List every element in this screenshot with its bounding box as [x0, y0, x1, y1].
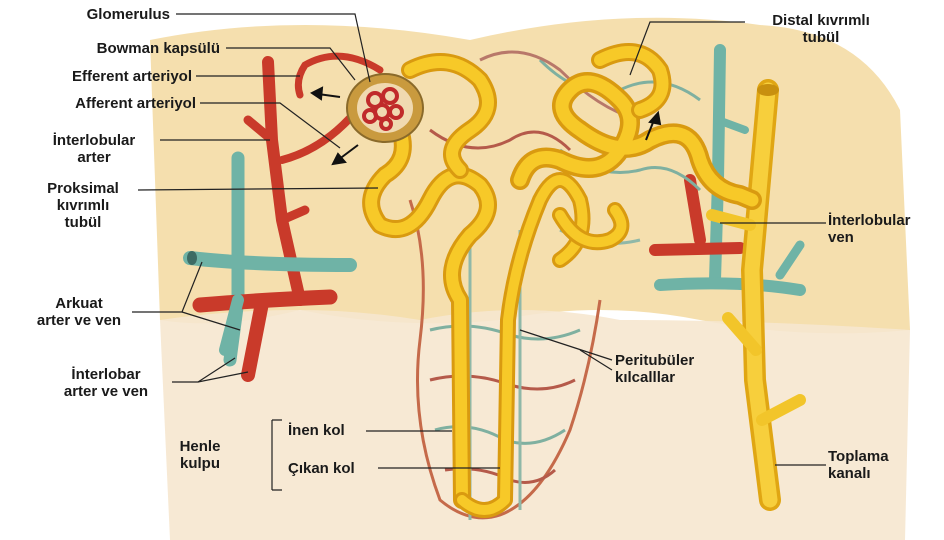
label-bowman-capsule: Bowman kapsülü [20, 40, 220, 57]
label-efferent-arteriole: Efferent arteriyol [10, 68, 192, 85]
label-ascending-limb: Çıkan kol [288, 460, 378, 477]
label-distal-tubule: Distal kıvrımlı tubül [746, 12, 896, 46]
label-interlobar: İnterlobar arter ve ven [40, 366, 172, 400]
label-proximal-tubule: Proksimal kıvrımlı tubül [30, 180, 136, 231]
label-henle-loop: Henle kulpu [160, 438, 240, 472]
arcuate-vein [190, 258, 350, 265]
label-descending-limb: İnen kol [288, 422, 368, 439]
renal-corpuscle [347, 74, 423, 142]
label-interlobular-artery: İnterlobular arter [30, 132, 158, 166]
label-collecting-duct: Toplama kanalı [828, 448, 928, 482]
label-peritubular-capillaries: Peritubüler kılcalllar [615, 352, 735, 386]
label-glomerulus: Glomerulus [20, 6, 170, 23]
label-afferent-arteriole: Afferent arteriyol [10, 95, 196, 112]
label-arcuate: Arkuat arter ve ven [26, 295, 132, 329]
label-interlobular-vein: İnterlobular ven [828, 212, 942, 246]
